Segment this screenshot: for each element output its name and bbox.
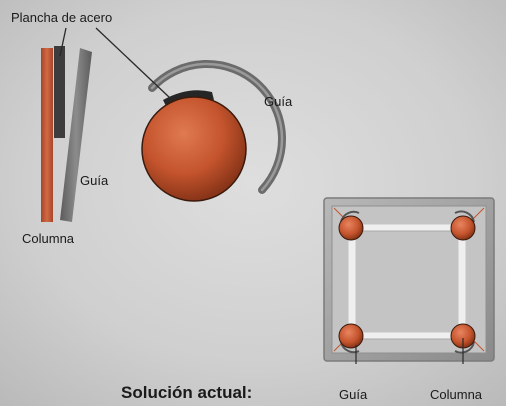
guide-side-label: Guía (80, 173, 109, 188)
plan-view (323, 197, 495, 364)
column-top-left (338, 215, 364, 241)
steel-plate-leader (95, 27, 171, 99)
column-ball (141, 96, 247, 202)
steel-plate-leader-side (59, 27, 67, 57)
steel-plate-label: Plancha de acero (11, 10, 112, 25)
corner-diagonal (471, 207, 485, 221)
side-view (41, 46, 92, 222)
guide-rail-curved-highlight (150, 62, 284, 192)
guide-bottom-label: Guía (339, 387, 368, 402)
guide-arc (454, 210, 475, 223)
top-view (141, 60, 286, 202)
guide-top-label: Guía (264, 94, 293, 109)
column-bottom-left (338, 323, 364, 349)
column-bottom-label: Columna (430, 387, 483, 402)
caption: Solución actual: (121, 383, 252, 402)
column-side (41, 48, 53, 222)
guide-arc (454, 341, 475, 354)
steel-plate-side (54, 46, 65, 138)
guide-rail-side (60, 48, 92, 222)
column-side-label: Columna (22, 231, 75, 246)
column-top-right (450, 215, 476, 241)
